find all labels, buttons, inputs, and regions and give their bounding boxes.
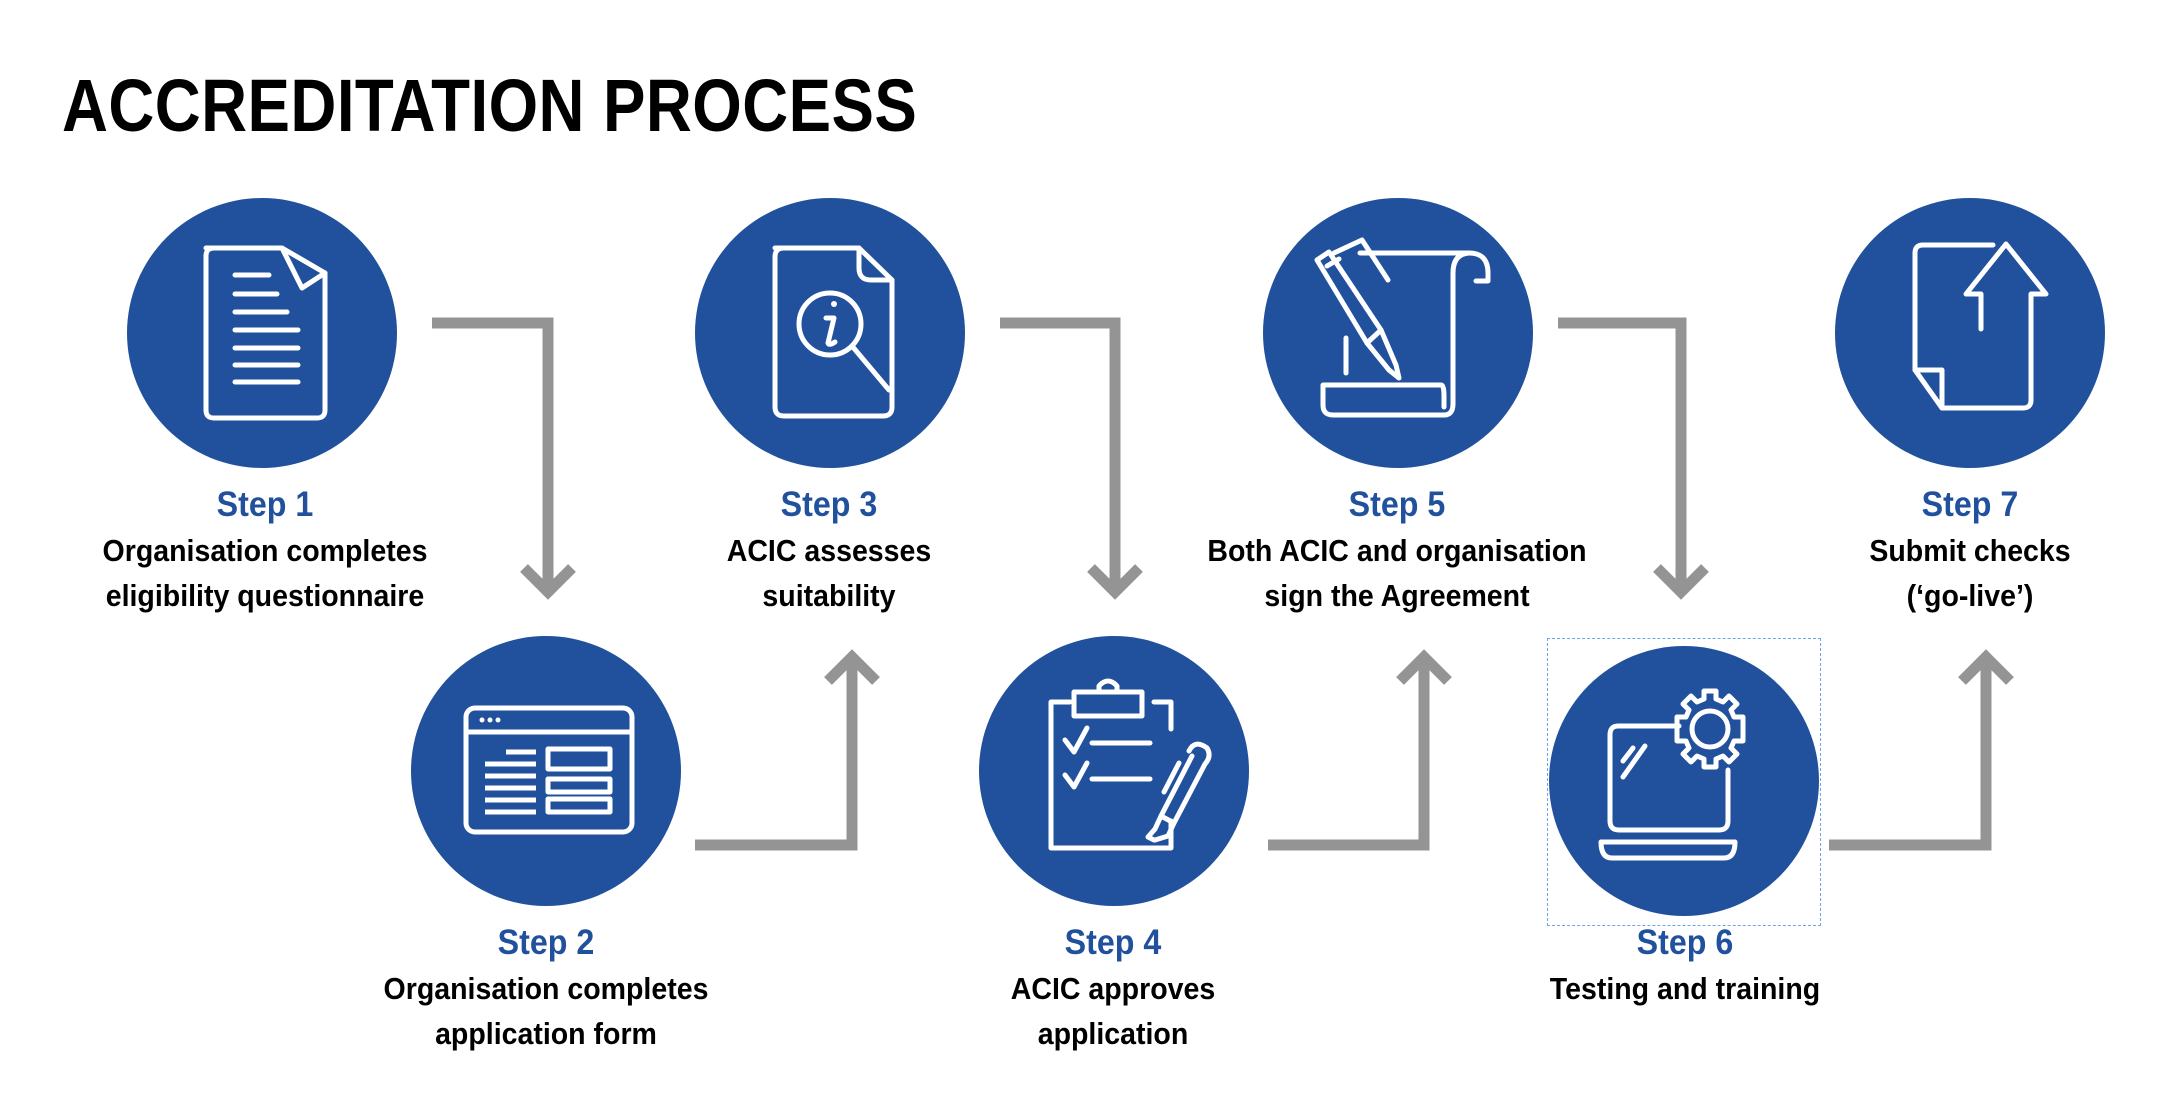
connector-line [432, 317, 554, 588]
step-6-description-line-1: Testing and training [1549, 971, 1821, 1006]
step-6-caption: Step 6 Testing and training [1425, 920, 1945, 1011]
document-upload-icon [1912, 241, 2049, 411]
step-4-caption: Step 4 ACIC approves application [853, 920, 1373, 1056]
step-7-description-line-1: Submit checks [1869, 533, 2071, 568]
step-1-caption: Step 1 Organisation completes eligibilit… [5, 482, 525, 618]
arrowhead-up-icon [1958, 649, 2014, 685]
step-2-circle[interactable] [411, 636, 681, 906]
step-7-caption: Step 7 Submit checks (‘go-live’) [1710, 482, 2184, 618]
connector-arrow-5-down [1558, 317, 1709, 600]
step-6-circle[interactable] [1549, 646, 1819, 916]
step-4-description-line-1: ACIC approves [1010, 971, 1216, 1006]
step-7-description-line-2: (‘go-live’) [1906, 578, 2034, 613]
page-title: ACCREDITATION PROCESS [62, 64, 918, 147]
clipboard-checklist-pen-icon [1048, 678, 1212, 851]
step-6-label: Step 6 [1636, 923, 1734, 962]
step-4-description-line-2: application [1037, 1016, 1189, 1051]
step-2-label: Step 2 [497, 923, 595, 962]
scroll-pen-signature-icon [1314, 237, 1491, 418]
connector-arrow-6-up [1829, 649, 2014, 851]
laptop-gear-icon [1598, 688, 1746, 861]
step-1-circle[interactable] [127, 198, 397, 468]
connector-line [1829, 661, 1992, 851]
connector-line [695, 661, 858, 851]
step-2-description-line-2: application form [435, 1016, 657, 1051]
step-4-circle[interactable] [979, 636, 1249, 906]
step-3-caption: Step 3 ACIC assesses suitability [569, 482, 1089, 618]
step-3-circle[interactable] [695, 198, 965, 468]
arrowhead-down-icon [520, 564, 576, 600]
step-3-label: Step 3 [780, 485, 878, 524]
step-1-label: Step 1 [216, 485, 314, 524]
arrowhead-up-icon [824, 649, 880, 685]
connector-arrow-4-up [1268, 649, 1452, 851]
step-4-label: Step 4 [1064, 923, 1162, 962]
selection-box[interactable] [1547, 638, 1821, 926]
step-3-description-line-2: suitability [762, 578, 896, 613]
step-5-description-line-1: Both ACIC and organisation [1207, 533, 1587, 568]
step-1-description-line-1: Organisation completes [102, 533, 428, 568]
connector-arrow-1-down [432, 317, 576, 600]
connector-arrow-2-up [695, 649, 880, 851]
step-7-label: Step 7 [1921, 485, 2019, 524]
step-7-circle[interactable] [1835, 198, 2105, 468]
arrowhead-down-icon [1653, 564, 1709, 600]
document-search-info-icon [772, 245, 895, 419]
connector-arrow-3-down [1000, 317, 1143, 600]
step-3-description-line-1: ACIC assesses [726, 533, 932, 568]
connector-line [1268, 661, 1430, 851]
web-form-icon [463, 705, 635, 835]
connector-line [1558, 317, 1687, 588]
step-1-description-line-2: eligibility questionnaire [105, 578, 425, 613]
connector-line [1000, 317, 1121, 588]
arrowhead-up-icon [1396, 649, 1452, 685]
step-2-description-line-1: Organisation completes [383, 971, 709, 1006]
step-5-description-line-2: sign the Agreement [1264, 578, 1530, 613]
arrowhead-down-icon [1087, 564, 1143, 600]
step-2-caption: Step 2 Organisation completes applicatio… [286, 920, 806, 1056]
step-5-circle[interactable] [1263, 198, 1533, 468]
document-icon [203, 245, 328, 421]
step-5-label: Step 5 [1348, 485, 1446, 524]
step-5-caption: Step 5 Both ACIC and organisation sign t… [1137, 482, 1657, 618]
